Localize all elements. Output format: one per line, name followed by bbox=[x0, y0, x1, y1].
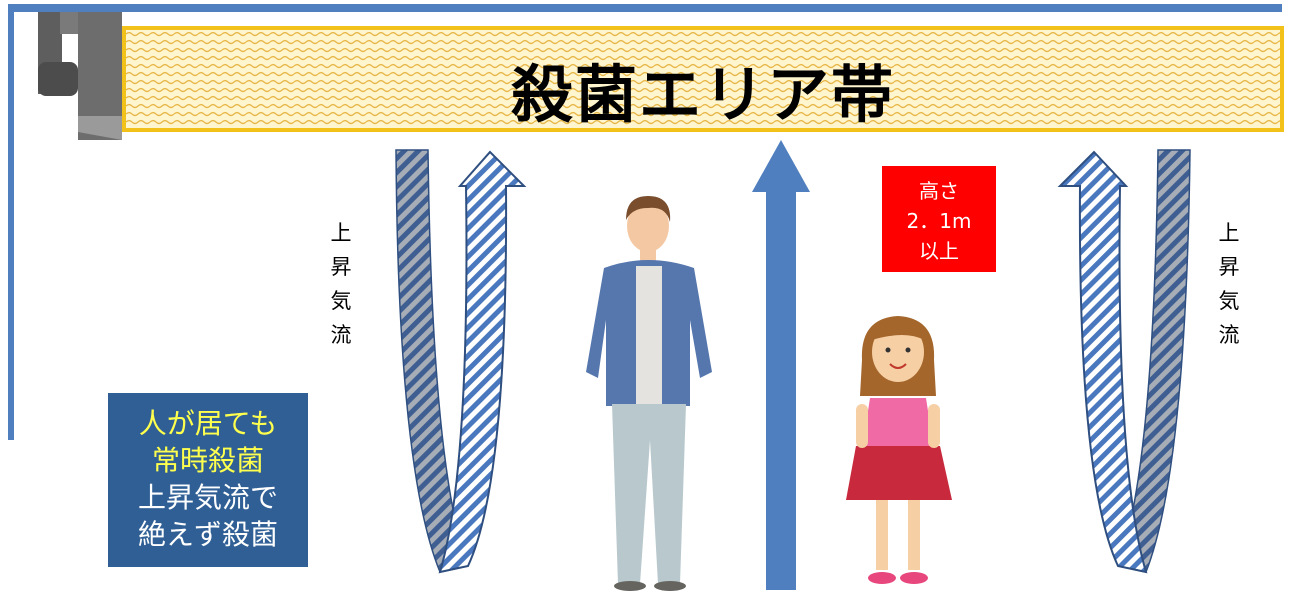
height-badge-line1: 高さ bbox=[919, 179, 959, 203]
updraft-label-right: 上 昇 気 流 bbox=[1214, 216, 1244, 352]
ceiling-line bbox=[10, 4, 1282, 12]
updraft-label-char: 昇 bbox=[330, 255, 352, 279]
ceiling-uv-device-icon bbox=[38, 12, 122, 140]
height-badge-line3: 以上 bbox=[919, 239, 959, 263]
height-badge-line2: 2．1m bbox=[906, 209, 972, 233]
updraft-label-left: 上 昇 気 流 bbox=[326, 216, 356, 352]
zone-wave-pattern bbox=[126, 30, 1280, 128]
updraft-arrow-icon bbox=[438, 150, 527, 574]
standing-girl-figure bbox=[846, 316, 952, 584]
info-box: 人が居ても 常時殺菌 上昇気流で 絶えず殺菌 bbox=[108, 393, 308, 567]
height-badge: 高さ 2．1m 以上 bbox=[882, 166, 996, 272]
updraft-label-char: 上 bbox=[1218, 221, 1240, 245]
info-box-line4: 絶えず殺菌 bbox=[137, 518, 278, 551]
info-box-line1: 人が居ても bbox=[138, 407, 278, 440]
updraft-label-char: 気 bbox=[330, 289, 352, 313]
info-box-line2: 常時殺菌 bbox=[151, 444, 264, 477]
updraft-label-char: 上 bbox=[330, 221, 352, 245]
updraft-label-char: 流 bbox=[330, 323, 352, 347]
updraft-label-char: 昇 bbox=[1218, 255, 1240, 279]
zone-title: 殺菌エリア帯 bbox=[510, 58, 895, 131]
standing-man-figure bbox=[586, 196, 712, 591]
updraft-arrow-icon bbox=[1057, 150, 1148, 574]
updraft-label-char: 流 bbox=[1218, 323, 1240, 347]
height-arrow bbox=[752, 140, 810, 590]
updraft-loop-right bbox=[1057, 149, 1191, 574]
info-box-line3: 上昇気流で bbox=[137, 481, 278, 514]
wall-line bbox=[8, 4, 14, 440]
updraft-label-char: 気 bbox=[1218, 289, 1240, 313]
updraft-loop-left bbox=[395, 149, 527, 574]
sterilization-zone: 殺菌エリア帯 bbox=[122, 26, 1284, 132]
